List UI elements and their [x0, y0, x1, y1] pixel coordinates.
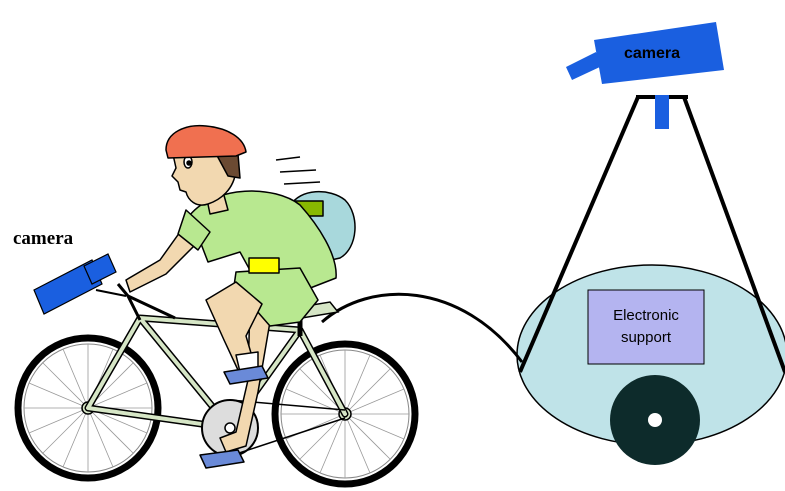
tripod-leg-right	[682, 96, 785, 373]
speed-lines	[275, 156, 321, 185]
electronic-support-box: Electronic support	[587, 289, 705, 365]
tripod-camera-lens	[566, 52, 602, 80]
bike-camera-label: camera	[13, 228, 74, 249]
cyclist-sleeve	[177, 209, 211, 251]
cyclist-shirt	[189, 190, 337, 293]
cart-wheel-hub	[648, 413, 662, 427]
bike-camera	[33, 253, 127, 315]
cyclist	[125, 124, 356, 469]
tripod-camera-body	[594, 22, 724, 84]
sensor-yellow	[248, 257, 280, 274]
cyclist-shoe-back	[199, 449, 245, 469]
tripod-leg-left	[518, 96, 640, 373]
tripod	[518, 95, 785, 373]
support-label-line2: support	[621, 329, 672, 346]
cart-wheel	[610, 375, 700, 465]
tripod-camera: camera	[566, 22, 724, 84]
bike-camera-body	[33, 259, 103, 315]
bike-camera-mount	[95, 289, 127, 297]
cyclist-shoe-front	[223, 365, 269, 385]
data-cable	[321, 292, 524, 363]
cart: Electronic support	[516, 264, 785, 465]
bicycle-handlebar	[116, 283, 176, 321]
tripod-camera-label: camera	[624, 45, 680, 62]
helmet	[165, 124, 247, 159]
tripod-mount	[655, 95, 669, 129]
bike-camera-lens	[83, 253, 117, 285]
support-label-line1: Electronic	[613, 307, 679, 324]
